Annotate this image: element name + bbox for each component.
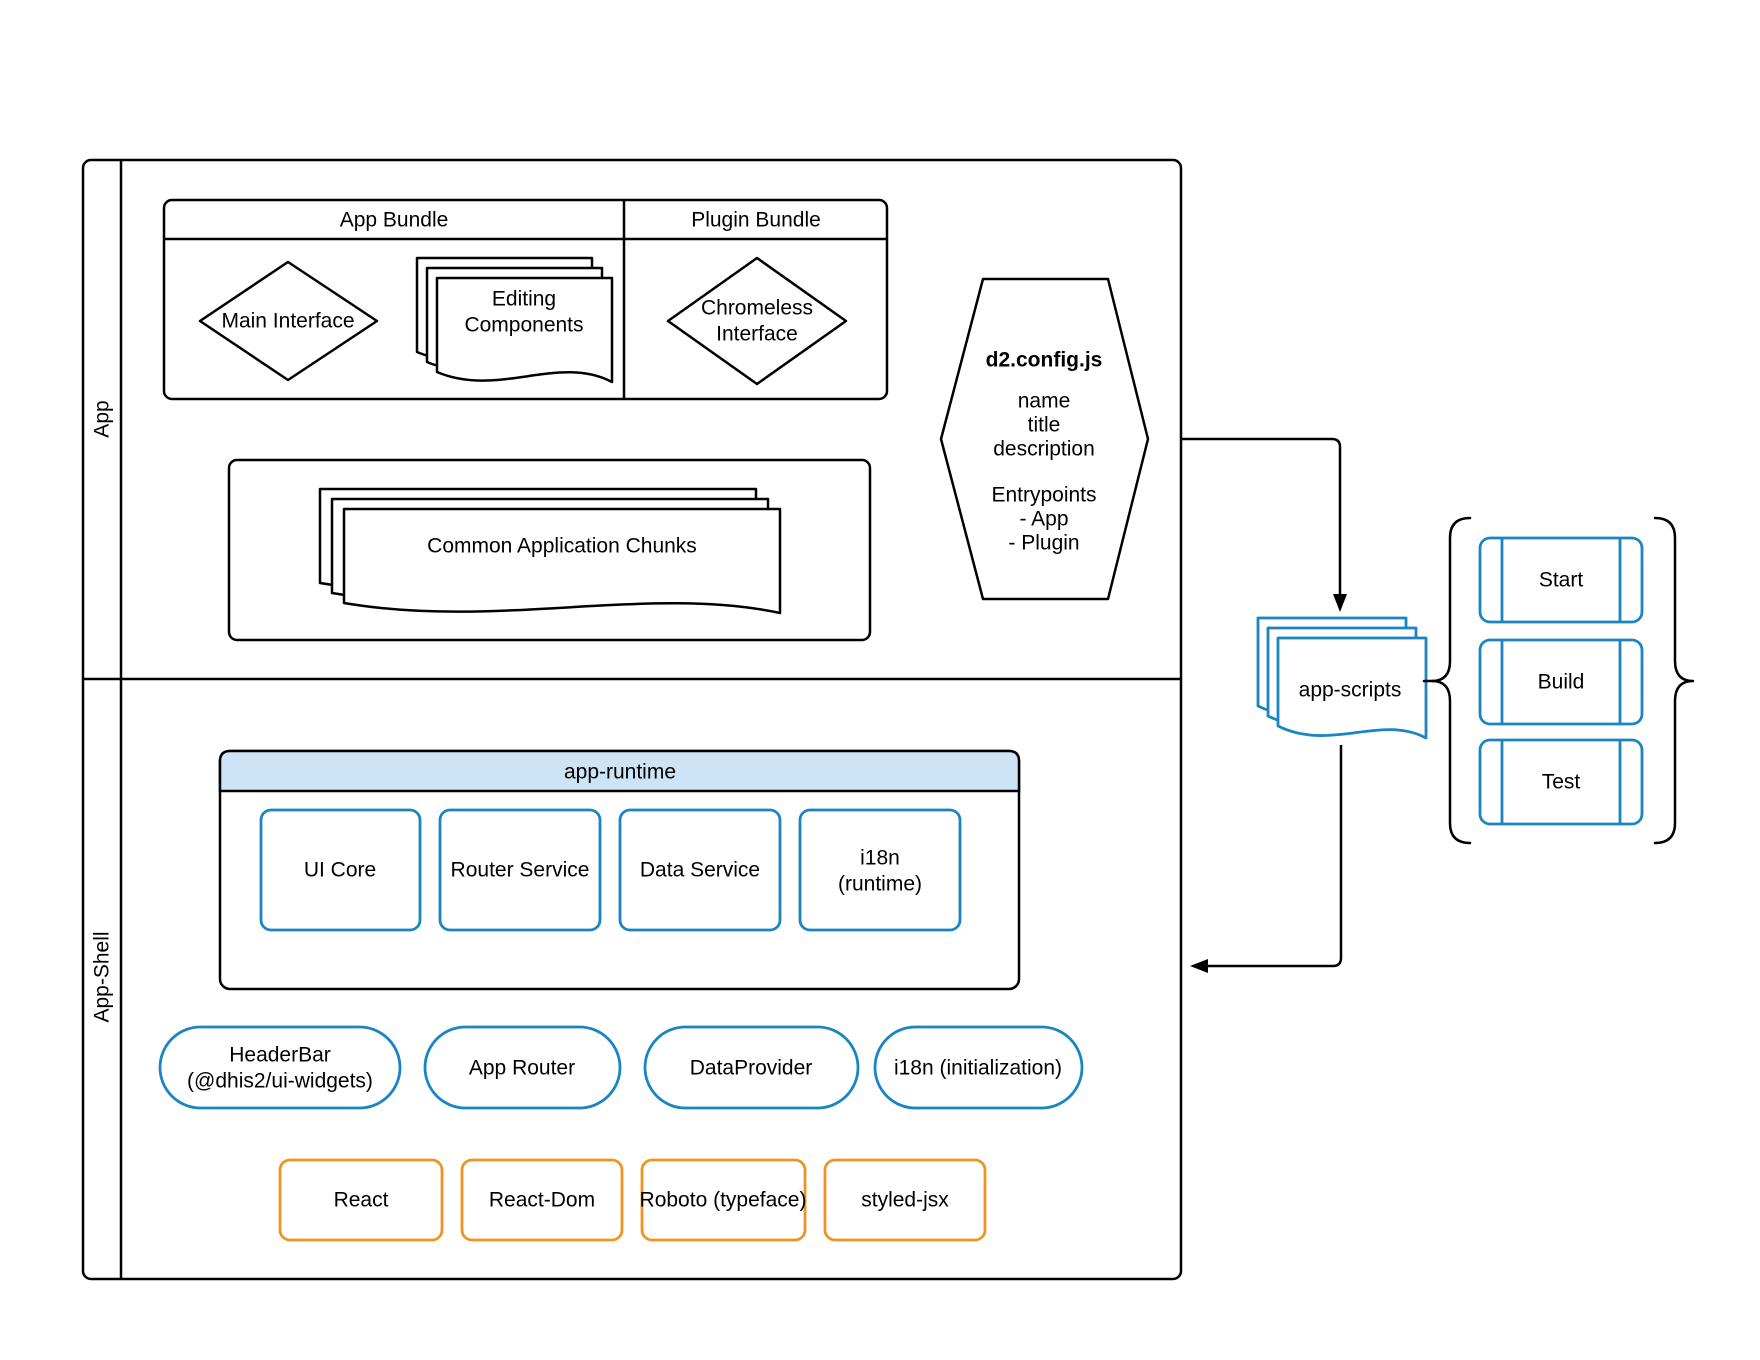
d2-config-entry-app: - App (1019, 508, 1068, 531)
bundle-table: App Bundle Plugin Bundle Main Interface … (162, 198, 889, 401)
right-brace (1653, 516, 1695, 845)
d2-config-entrypoints: Entrypoints (991, 484, 1096, 507)
start-process-box: Start (1478, 536, 1644, 624)
chromeless-label-line2: Interface (716, 323, 798, 346)
plugin-bundle-header: Plugin Bundle (691, 209, 821, 232)
d2-config-name: name (1018, 390, 1071, 413)
router-service-box: Router Service (438, 808, 602, 932)
editing-components-documents: Editing Components (415, 256, 614, 384)
test-label: Test (1542, 771, 1581, 794)
i18n-init-label: i18n (initialization) (894, 1057, 1062, 1080)
i18n-runtime-label-line1: i18n (860, 847, 900, 870)
roboto-box: Roboto (typeface) (640, 1158, 807, 1242)
dataprovider-pill: DataProvider (643, 1025, 860, 1110)
left-brace (1430, 516, 1472, 845)
headerbar-pill: HeaderBar (@dhis2/ui-widgets) (158, 1025, 402, 1110)
test-process-box: Test (1478, 738, 1644, 826)
app-shell-container: App App-Shell (81, 158, 1183, 1281)
ui-core-box: UI Core (259, 808, 422, 932)
data-service-box: Data Service (618, 808, 782, 932)
d2-config-entry-plugin: - Plugin (1008, 532, 1079, 555)
appscripts-to-shell-connector (1190, 745, 1343, 973)
d2-config-hexagon: d2.config.js name title description Entr… (939, 277, 1150, 601)
app-runtime-header: app-runtime (564, 761, 676, 784)
editing-components-label-line1: Editing (492, 288, 556, 311)
common-chunks-container: Common Application Chunks (227, 458, 872, 642)
app-bundle-header: App Bundle (340, 209, 449, 232)
app-scripts-label: app-scripts (1299, 679, 1402, 702)
roboto-label: Roboto (typeface) (640, 1189, 807, 1212)
styled-jsx-label: styled-jsx (861, 1189, 949, 1212)
build-label: Build (1538, 671, 1585, 694)
router-service-label: Router Service (451, 859, 590, 882)
main-interface-diamond: Main Interface (198, 260, 379, 382)
app-runtime-container: app-runtime UI Core Router Service Data … (218, 749, 1021, 991)
main-interface-label: Main Interface (221, 310, 354, 333)
d2-config-description: description (993, 438, 1095, 461)
chromeless-label-line1: Chromeless (701, 297, 813, 320)
ui-core-label: UI Core (304, 859, 376, 882)
react-box: React (278, 1158, 444, 1242)
common-chunks-label: Common Application Chunks (427, 535, 697, 558)
editing-components-label-line2: Components (464, 314, 583, 337)
i18n-runtime-box: i18n (runtime) (798, 808, 962, 932)
build-process-box: Build (1478, 638, 1644, 726)
i18n-runtime-label-line2: (runtime) (838, 873, 922, 896)
app-scripts-documents: app-scripts (1256, 616, 1428, 740)
react-dom-label: React-Dom (489, 1189, 595, 1212)
chromeless-interface-diamond: Chromeless Interface (666, 256, 848, 386)
config-to-appscripts-connector (1148, 437, 1347, 612)
data-service-label: Data Service (640, 859, 760, 882)
d2-config-titlefield: title (1028, 414, 1061, 437)
start-label: Start (1539, 569, 1584, 592)
react-label: React (334, 1189, 389, 1212)
app-router-pill: App Router (423, 1025, 622, 1110)
react-dom-box: React-Dom (460, 1158, 624, 1242)
headerbar-label-line1: HeaderBar (229, 1044, 331, 1067)
app-shell-section-label: App-Shell (91, 931, 114, 1022)
dataprovider-label: DataProvider (690, 1057, 813, 1080)
d2-config-title: d2.config.js (986, 349, 1103, 372)
styled-jsx-box: styled-jsx (823, 1158, 987, 1242)
scripts-group: Start Build Test (1422, 516, 1695, 845)
app-router-label: App Router (469, 1057, 575, 1080)
app-section-label: App (91, 400, 114, 437)
headerbar-label-line2: (@dhis2/ui-widgets) (187, 1070, 373, 1093)
i18n-init-pill: i18n (initialization) (873, 1025, 1084, 1110)
